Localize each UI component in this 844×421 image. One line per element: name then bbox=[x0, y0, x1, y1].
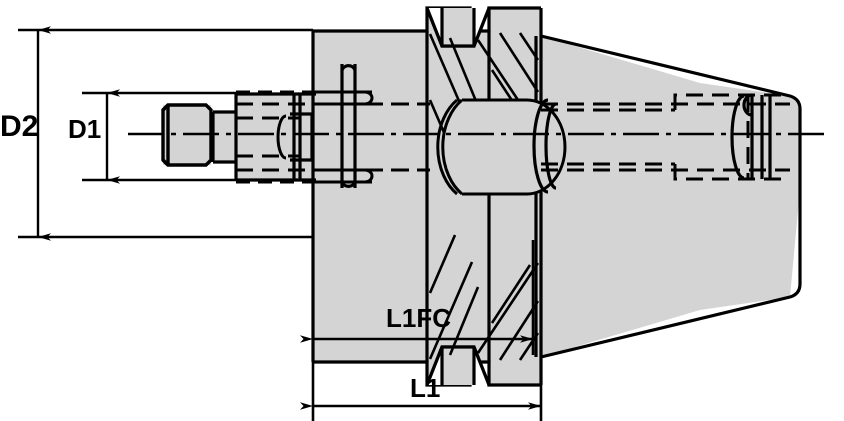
dimension-label-l1: L1 bbox=[410, 373, 441, 403]
dimension-l1 bbox=[300, 240, 543, 421]
steep-taper-shank bbox=[540, 34, 802, 359]
taper-end-detail bbox=[742, 93, 772, 179]
dimension-l1fc bbox=[300, 240, 535, 355]
screw-head-outline bbox=[161, 103, 213, 167]
taper-root-blend bbox=[532, 98, 557, 194]
dimension-label-d1: D1 bbox=[68, 114, 102, 144]
pilot-hidden-bands bbox=[236, 90, 342, 184]
drive-key-pin bbox=[276, 64, 374, 188]
dimension-label-d2: D2 bbox=[0, 110, 39, 143]
dimension-d2 bbox=[18, 26, 313, 241]
dimension-label-l1fc: L1FC bbox=[386, 303, 451, 333]
dimension-d1 bbox=[82, 89, 236, 184]
arbor-pilot bbox=[213, 94, 316, 180]
section-hatching bbox=[428, 32, 540, 361]
pilot-outline bbox=[211, 92, 316, 182]
taper-end-curve bbox=[730, 94, 745, 180]
